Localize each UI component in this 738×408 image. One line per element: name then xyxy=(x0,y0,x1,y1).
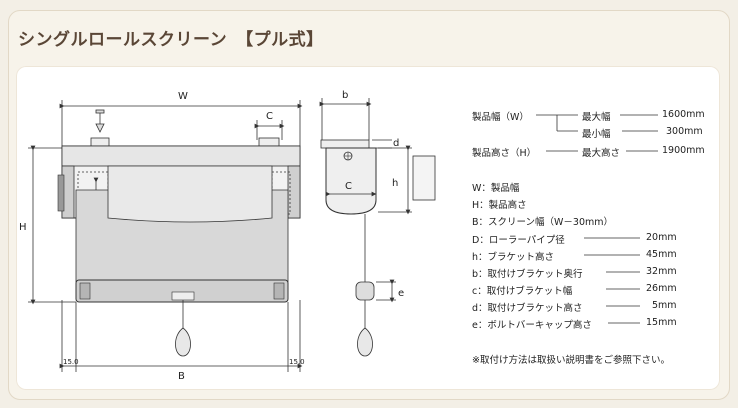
side-knob-left xyxy=(57,174,65,212)
label-e: e xyxy=(398,288,404,299)
dimension-b-side xyxy=(319,98,372,140)
screen-roll xyxy=(107,165,273,223)
spec-min-width-label: 最小幅 xyxy=(582,129,611,140)
dimension-c-front xyxy=(254,120,285,140)
label-margin-right: 15.0 xyxy=(289,358,305,366)
legend-item: d：取付けブラケット高さ xyxy=(472,303,583,314)
spec-max-width-value: 1600mm xyxy=(662,109,705,120)
side-pull-handle xyxy=(357,327,373,357)
spec-leader-lines xyxy=(536,114,658,324)
dimension-b xyxy=(59,300,303,372)
label-w: W xyxy=(178,91,188,102)
dimension-h-side xyxy=(378,145,412,215)
bar-cap-left xyxy=(79,282,91,300)
dimension-e xyxy=(376,279,396,303)
legend-value: 45mm xyxy=(646,249,677,260)
label-d-side: d xyxy=(393,138,399,149)
bottom-bar xyxy=(75,279,289,303)
label-margin-left: 15.0 xyxy=(63,358,79,366)
legend-item: c：取付けブラケット幅 xyxy=(472,286,573,297)
label-c-side: C xyxy=(345,181,352,192)
legend-value: 20mm xyxy=(646,232,677,243)
label-b: B xyxy=(178,371,185,382)
spec-max-height-value: 1900mm xyxy=(662,145,705,156)
label-h: H xyxy=(19,222,27,233)
roller-cover xyxy=(61,145,301,167)
dimension-w xyxy=(59,100,303,146)
legend-item: D：ローラーパイプ径 xyxy=(472,235,565,246)
spec-product-width-label: 製品幅（W） xyxy=(472,112,529,123)
spec-min-width-value: 300mm xyxy=(666,126,703,137)
legend-value: 5mm xyxy=(652,300,677,311)
side-bracket xyxy=(320,139,370,149)
label-c-front: C xyxy=(266,111,273,122)
legend-value: 15mm xyxy=(646,317,677,328)
bar-cap-right xyxy=(273,282,285,300)
label-b-side: b xyxy=(342,90,348,101)
legend-item: b：取付けブラケット奥行 xyxy=(472,269,583,280)
spec-max-height-label: 最大高さ xyxy=(582,148,621,159)
legend-item: W：製品幅 xyxy=(472,183,520,194)
pull-handle xyxy=(175,327,191,357)
screw-icon xyxy=(95,109,105,133)
installation-note: ※取付け方法は取扱い説明書をご参照下さい。 xyxy=(472,355,670,366)
spec-product-height-label: 製品高さ（H） xyxy=(472,148,537,159)
dimension-d-side xyxy=(372,139,392,149)
legend-item: e：ボルトバーキャップ高さ xyxy=(472,320,592,331)
pull-hook xyxy=(171,291,195,301)
dimension-h xyxy=(28,145,76,305)
legend-item: B：スクリーン幅（W－30mm） xyxy=(472,217,614,228)
label-h-side: h xyxy=(392,178,398,189)
legend-value: 26mm xyxy=(646,283,677,294)
page-title: シングルロールスクリーン 【プル式】 xyxy=(18,30,324,50)
window-frame-section xyxy=(412,155,436,201)
legend-value: 32mm xyxy=(646,266,677,277)
side-bottom-bar xyxy=(355,281,375,301)
legend-item: H：製品高さ xyxy=(472,200,527,211)
side-head-rail xyxy=(325,147,377,215)
legend-item: h：ブラケット高さ xyxy=(472,252,555,263)
spec-max-width-label: 最大幅 xyxy=(582,112,611,123)
